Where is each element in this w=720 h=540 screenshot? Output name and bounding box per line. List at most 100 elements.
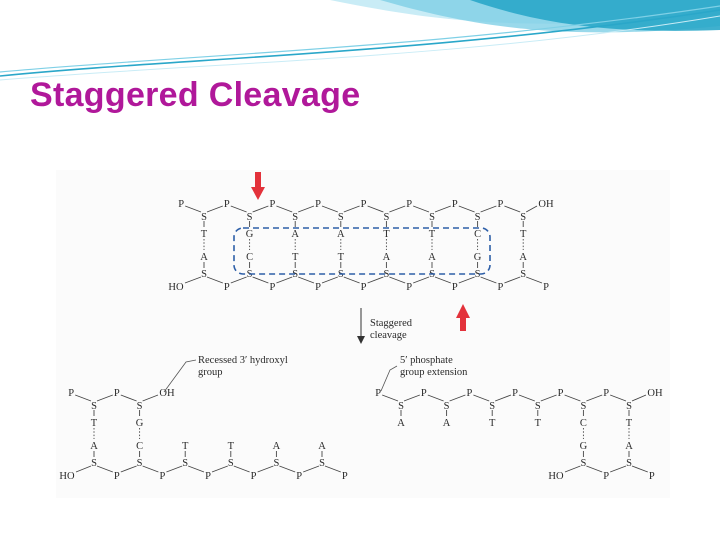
base-label: T xyxy=(383,229,390,240)
sugar-label: S xyxy=(201,269,207,280)
sugar-label: S xyxy=(338,212,344,223)
phosphate-label: P xyxy=(269,199,275,210)
phosphate-label: P xyxy=(68,388,74,399)
sugar-label: S xyxy=(182,458,188,469)
backbone-bond xyxy=(276,276,293,284)
phosphate-label: P xyxy=(649,471,655,482)
backbone-bond xyxy=(389,276,406,284)
backbone-bond xyxy=(252,276,269,284)
backbone-bond xyxy=(206,205,223,213)
backbone-bond xyxy=(504,205,521,213)
backbone-bond xyxy=(233,465,250,473)
sugar-label: S xyxy=(475,269,481,280)
right-callout-line1: 5′ phosphate xyxy=(400,355,453,366)
backbone-bond xyxy=(211,465,228,473)
backbone-bond xyxy=(631,394,647,402)
sugar-label: S xyxy=(520,212,526,223)
base-label: A xyxy=(397,418,405,429)
backbone-bond xyxy=(367,205,384,213)
backbone-bond xyxy=(434,276,451,284)
phosphate-label: P xyxy=(497,199,503,210)
phosphate-label: P xyxy=(159,471,165,482)
base-label: A xyxy=(291,229,299,240)
decorative-wave-banner xyxy=(0,0,720,81)
base-label: G xyxy=(246,229,254,240)
sugar-label: S xyxy=(520,269,526,280)
backbone-bond xyxy=(96,394,113,402)
sugar-label: S xyxy=(429,212,435,223)
dna-figure-panel xyxy=(56,170,670,498)
base-label: A xyxy=(337,229,345,240)
backbone-bond xyxy=(403,394,420,402)
base-label: A xyxy=(90,441,98,452)
backbone-bond xyxy=(166,465,183,473)
phosphate-label: P xyxy=(406,282,412,293)
backbone-bond xyxy=(504,276,521,284)
sugar-label: S xyxy=(489,401,495,412)
left-callout-leader xyxy=(163,359,197,393)
base-label: C xyxy=(246,252,253,263)
base-label: C xyxy=(136,441,143,452)
sugar-label: S xyxy=(137,401,143,412)
backbone-bond xyxy=(96,465,113,473)
phosphate-label: P xyxy=(269,282,275,293)
base-label: T xyxy=(182,441,189,452)
base-label: C xyxy=(474,229,481,240)
phosphate-label: P xyxy=(251,471,257,482)
phosphate-label: P xyxy=(315,282,321,293)
backbone-bond xyxy=(564,465,581,473)
backbone-bond xyxy=(142,394,159,402)
backbone-bond xyxy=(382,394,399,402)
backbone-bond xyxy=(526,276,543,284)
hydroxyl-label: HO xyxy=(59,471,75,482)
sugar-label: S xyxy=(475,212,481,223)
backbone-bond xyxy=(257,465,274,473)
sugar-label: S xyxy=(580,458,586,469)
base-label: T xyxy=(535,418,542,429)
backbone-bond xyxy=(298,205,315,213)
backbone-bond xyxy=(321,276,338,284)
base-label: A xyxy=(383,252,391,263)
backbone-bond xyxy=(324,465,341,473)
sugar-label: S xyxy=(626,401,632,412)
phosphate-label: P xyxy=(205,471,211,482)
right-callout-line2: group extension xyxy=(400,367,468,378)
bottom-cut-arrow xyxy=(456,304,470,331)
base-label: T xyxy=(626,418,633,429)
backbone-bond xyxy=(230,276,247,284)
process-arrow xyxy=(357,308,365,344)
sugar-label: S xyxy=(626,458,632,469)
base-label: A xyxy=(273,441,281,452)
left-callout-line1: Recessed 3′ hydroxyl xyxy=(198,355,288,366)
backbone-bond xyxy=(276,205,293,213)
phosphate-label: P xyxy=(543,282,549,293)
phosphate-label: P xyxy=(558,388,564,399)
base-label: T xyxy=(292,252,299,263)
phosphate-label: P xyxy=(466,388,472,399)
sugar-label: S xyxy=(535,401,541,412)
step-label-line2: cleavage xyxy=(370,330,407,341)
phosphate-label: P xyxy=(452,282,458,293)
backbone-bond xyxy=(252,205,269,213)
backbone-bond xyxy=(564,394,581,402)
hydroxyl-label: OH xyxy=(647,388,663,399)
backbone-bond xyxy=(610,394,627,402)
phosphate-label: P xyxy=(497,282,503,293)
backbone-bond xyxy=(610,465,627,473)
backbone-bond xyxy=(230,205,247,213)
backbone-bond xyxy=(586,394,603,402)
backbone-bond xyxy=(449,394,466,402)
sugar-label: S xyxy=(292,269,298,280)
backbone-bond xyxy=(142,465,159,473)
backbone-bond xyxy=(343,276,360,284)
backbone-bond xyxy=(188,465,205,473)
base-label: A xyxy=(443,418,451,429)
base-label: T xyxy=(228,441,235,452)
backbone-bond xyxy=(480,276,497,284)
sugar-label: S xyxy=(91,458,97,469)
backbone-bond xyxy=(120,394,137,402)
base-label: A xyxy=(625,441,633,452)
phosphate-label: P xyxy=(178,199,184,210)
backbone-bond xyxy=(303,465,320,473)
